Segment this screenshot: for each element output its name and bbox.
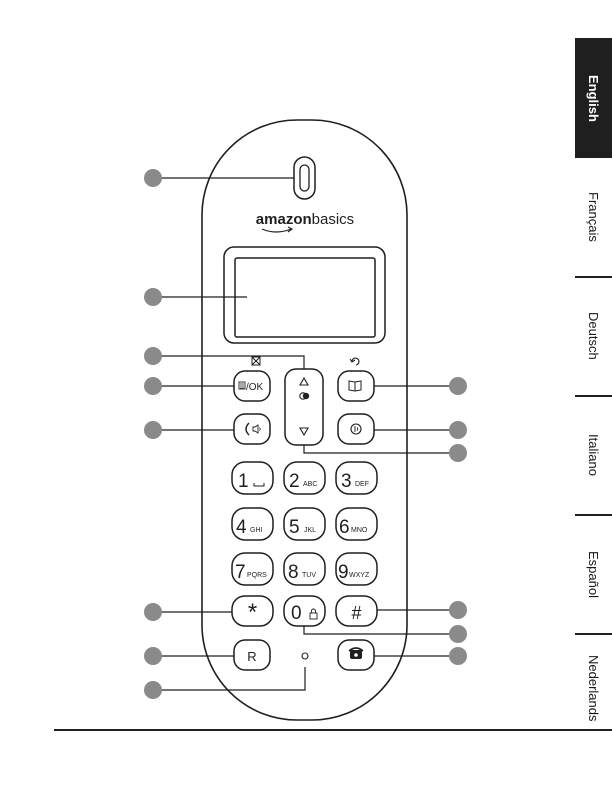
key-star-label: *: [248, 599, 257, 626]
navigation-key[interactable]: [285, 369, 323, 445]
key-4[interactable]: 4 GHI: [232, 508, 273, 540]
callout-marker: [144, 421, 162, 439]
menu-ok-button[interactable]: /OK: [234, 371, 270, 401]
handset-diagram: amazonbasics /OK: [0, 0, 575, 792]
callout-marker: [449, 625, 467, 643]
callout-marker: [144, 377, 162, 395]
microphone-icon: [302, 653, 308, 659]
tab-espanol[interactable]: Español: [575, 515, 612, 633]
key-6-digit: 6: [339, 517, 350, 538]
tab-label: Deutsch: [586, 312, 601, 360]
key-9-digit: 9: [338, 562, 349, 583]
key-8-digit: 8: [288, 562, 299, 583]
callout-marker: [449, 647, 467, 665]
key-8-letters: TUV: [302, 572, 316, 579]
key-5-letters: JKL: [304, 527, 316, 534]
key-3-letters: DEF: [355, 481, 369, 488]
key-4-letters: GHI: [250, 527, 263, 534]
tab-label: Nederlands: [586, 655, 601, 722]
talk-button[interactable]: [234, 414, 270, 444]
callout-marker: [144, 169, 162, 187]
language-tabs: English Français Deutsch Italiano Españo…: [575, 38, 612, 743]
tab-label: Français: [586, 192, 601, 242]
callout-marker: [144, 681, 162, 699]
end-call-button[interactable]: [338, 640, 374, 670]
recall-button[interactable]: R: [234, 640, 270, 670]
menu-ok-label: /OK: [246, 382, 264, 393]
tab-deutsch[interactable]: Deutsch: [575, 277, 612, 395]
callout-marker: [144, 288, 162, 306]
tab-label: Español: [586, 551, 601, 598]
callout-marker: [144, 603, 162, 621]
key-6[interactable]: 6 MNO: [336, 508, 377, 540]
callout-marker: [449, 377, 467, 395]
key-2-letters: ABC: [303, 481, 317, 488]
key-2-digit: 2: [289, 471, 300, 492]
footer-rule: [54, 729, 612, 731]
key-8[interactable]: 8 TUV: [284, 553, 325, 585]
tab-francais[interactable]: Français: [575, 158, 612, 276]
key-9-letters: WXYZ: [349, 572, 370, 579]
key-1-digit: 1: [238, 471, 249, 492]
earpiece-icon: [294, 157, 315, 199]
callout-marker: [144, 647, 162, 665]
key-5-digit: 5: [289, 517, 300, 538]
callout-marker: [449, 444, 467, 462]
key-9[interactable]: 9 WXYZ: [336, 553, 377, 585]
callout-marker: [144, 347, 162, 365]
key-2[interactable]: 2 ABC: [284, 462, 325, 494]
key-7-digit: 7: [235, 562, 246, 583]
brand-name-bold: amazon: [256, 211, 312, 228]
brand-name-regular: basics: [312, 211, 355, 228]
key-7[interactable]: 7 PQRS: [232, 553, 273, 585]
callout-marker: [449, 601, 467, 619]
tab-english[interactable]: English: [575, 38, 612, 158]
svg-text:amazonbasics: amazonbasics: [256, 211, 354, 228]
tab-label: English: [586, 75, 601, 122]
tab-nederlands[interactable]: Nederlands: [575, 634, 612, 743]
key-7-letters: PQRS: [247, 572, 267, 579]
key-5[interactable]: 5 JKL: [284, 508, 325, 540]
key-3-digit: 3: [341, 471, 352, 492]
tab-italiano[interactable]: Italiano: [575, 396, 612, 514]
intercom-button[interactable]: [338, 414, 374, 444]
recall-label: R: [247, 649, 256, 664]
key-hash[interactable]: #: [336, 596, 377, 626]
key-3[interactable]: 3 DEF: [336, 462, 377, 494]
key-1[interactable]: 1: [232, 462, 273, 494]
tab-label: Italiano: [586, 434, 601, 476]
display-screen: [235, 258, 375, 337]
key-4-digit: 4: [236, 517, 247, 538]
callout-marker: [449, 421, 467, 439]
key-6-letters: MNO: [351, 527, 368, 534]
key-star[interactable]: *: [232, 596, 273, 626]
key-0[interactable]: 0: [284, 596, 325, 626]
phonebook-button[interactable]: [338, 371, 374, 401]
key-hash-label: #: [351, 603, 361, 623]
key-0-digit: 0: [291, 603, 302, 624]
